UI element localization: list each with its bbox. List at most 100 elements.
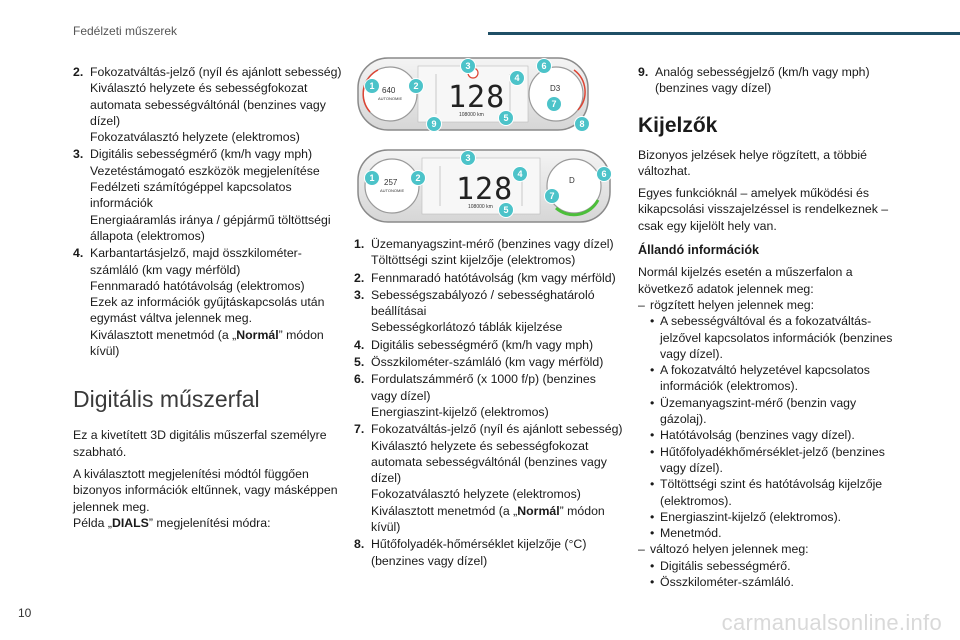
list-item-1: 1. Üzemanyagszint-mérő (benzines vagy dí… <box>354 236 624 269</box>
item-line: Ezek az információk gyűjtáskapcsolás utá… <box>90 295 325 326</box>
item-line: Energiaáramlás iránya / gépjármű töltött… <box>90 212 331 243</box>
callout-marker: 9 <box>426 116 442 132</box>
item-line: Fennmaradó hatótávolság (km vagy mérföld… <box>371 270 616 285</box>
header-title: Fedélzeti műszerek <box>73 24 178 38</box>
digital-speed: 128 <box>456 172 514 207</box>
item-number: 6. <box>354 372 365 387</box>
item-line: Sebességszabályozó / sebességhatároló be… <box>371 287 595 319</box>
bullet-text: A sebességváltóval és a fokozatváltás-je… <box>660 314 893 361</box>
bullet-item: •Töltöttségi szint és hatótávolság kijel… <box>638 476 900 509</box>
item-line: Vezetéstámogató eszközök megjelenítése <box>90 163 320 178</box>
item-line: Analóg sebességjelző (km/h vagy mph) (be… <box>655 65 870 96</box>
item-line-mode: Kiválasztott menetmód (a „Normál” módon … <box>371 503 624 536</box>
list-item-2: 2. Fokozatváltás-jelző (nyíl és ajánlott… <box>73 64 343 145</box>
paragraph: A kiválasztott megjelenítési módtól függ… <box>73 466 338 514</box>
callout-marker: 1 <box>364 78 380 94</box>
list-item-4: 4. Karbantartásjelző, majd összkilométer… <box>73 245 343 359</box>
callout-marker: 4 <box>512 166 528 182</box>
item-number: 9. <box>638 65 649 79</box>
bullet-text: A fokozatváltó helyzetével kapcsolatos i… <box>660 363 870 394</box>
odometer-value: 108000 km <box>468 204 493 210</box>
subsection-title: Állandó információk <box>638 243 760 258</box>
item-number: 4. <box>354 337 365 352</box>
dash-item: –rögzített helyen jelennek meg: <box>638 297 815 312</box>
instrument-cluster-figure-2: 128 108000 km 257 AUTONOMIE D 1 2 3 4 5 … <box>356 148 612 224</box>
item-number: 8. <box>354 537 365 552</box>
item-line: Sebességkorlátozó táblák kijelzése <box>371 320 563 335</box>
bullet-item: •Összkilométer-számláló. <box>650 575 794 590</box>
callout-marker: 5 <box>498 110 514 126</box>
drive-mode: D <box>569 176 575 185</box>
column-3: 9. Analóg sebességjelző (km/h vagy mph) … <box>638 64 900 590</box>
callout-marker: 2 <box>408 78 424 94</box>
list-item-5: 5. Összkilométer-számláló (km vagy mérfö… <box>354 354 624 370</box>
item-number: 1. <box>354 237 365 251</box>
bullet-text: Digitális sebességmérő. <box>660 558 791 573</box>
bullet-item: •Digitális sebességmérő. <box>650 558 791 573</box>
bullet-text: Hatótávolság (benzines vagy dízel). <box>660 428 855 443</box>
range-value: 257 <box>384 178 398 187</box>
list-item-2: 2. Fennmaradó hatótávolság (km vagy mérf… <box>354 270 624 286</box>
item-line: Karbantartásjelző, majd összkilométer-sz… <box>90 246 302 277</box>
bullet-text: Hűtőfolyadékhőmérséklet-jelző (benzines … <box>660 444 885 475</box>
item-line: Hűtőfolyadék-hőmérséklet kijelzője (°C) … <box>371 537 587 568</box>
item-line: Digitális sebességmérő (km/h vagy mph) <box>371 337 594 352</box>
item-number: 2. <box>354 270 365 285</box>
item-line: Fokozatválasztó helyzete (elektromos) <box>90 130 300 145</box>
list-item-9: 9. Analóg sebességjelző (km/h vagy mph) … <box>638 64 900 97</box>
item-line: Fennmaradó hatótávolság (elektromos) <box>90 278 305 293</box>
text-part: ” megjelenítési módra: <box>148 515 271 530</box>
bold-text: Normál <box>517 503 560 518</box>
bullet-item: •Energiaszint-kijelző (elektromos). <box>650 509 842 524</box>
bullet-text: Összkilométer-számláló. <box>660 575 794 590</box>
drive-mode: D3 <box>550 84 561 93</box>
item-line: Üzemanyagszint-mérő (benzines vagy dízel… <box>371 237 614 251</box>
callout-marker: 6 <box>596 166 612 182</box>
column-1: 2. Fokozatváltás-jelző (nyíl és ajánlott… <box>73 64 343 531</box>
bullet-item: •Üzemanyagszint-mérő (benzin vagy gázola… <box>638 395 900 428</box>
callout-marker: 7 <box>544 188 560 204</box>
callout-marker: 1 <box>364 170 380 186</box>
bullet-item: •A sebességváltóval és a fokozatváltás-j… <box>638 313 900 362</box>
item-number: 3. <box>73 147 84 162</box>
item-line: Fordulatszámmérő (x 1000 f/p) (benzines … <box>371 372 596 403</box>
item-line: Összkilométer-számláló (km vagy mérföld) <box>371 355 604 370</box>
list-item-3: 3. Digitális sebességmérő (km/h vagy mph… <box>73 146 343 244</box>
paragraph: Egyes funkcióknál – amelyek működési és … <box>638 186 889 233</box>
section-title: Digitális műszerfal <box>73 386 260 413</box>
dash-item: –változó helyen jelennek meg: <box>638 542 809 557</box>
range-unit: AUTONOMIE <box>378 96 403 101</box>
paragraph: Bizonyos jelzések helye rögzített, a töb… <box>638 147 867 178</box>
item-line: Energiaszint-kijelző (elektromos) <box>371 404 549 419</box>
callout-marker: 2 <box>410 170 426 186</box>
list-item-6: 6. Fordulatszámmérő (x 1000 f/p) (benzin… <box>354 371 624 420</box>
callout-marker: 8 <box>574 116 590 132</box>
instrument-cluster-figure-1: 128 108000 km 640 AUTONOMIE D3 1 2 3 4 5… <box>356 56 590 132</box>
bullet-item: •A fokozatváltó helyzetével kapcsolatos … <box>638 362 900 395</box>
list-item-7: 7. Fokozatváltás-jelző (nyíl és ajánlott… <box>354 421 624 535</box>
item-number: 2. <box>73 65 84 79</box>
callout-marker: 6 <box>536 58 552 74</box>
bold-text: DIALS <box>111 515 149 530</box>
list-item-8: 8. Hűtőfolyadék-hőmérséklet kijelzője (°… <box>354 536 624 569</box>
list-item-4: 4. Digitális sebességmérő (km/h vagy mph… <box>354 337 624 353</box>
bullet-item: •Hűtőfolyadékhőmérséklet-jelző (benzines… <box>638 444 900 477</box>
paragraph: Ez a kivetített 3D digitális műszerfal s… <box>73 428 327 459</box>
page-number: 10 <box>18 606 32 620</box>
bold-text: Normál <box>236 327 279 342</box>
item-number: 4. <box>73 246 84 261</box>
bullet-text: Energiaszint-kijelző (elektromos). <box>660 509 842 524</box>
callout-marker: 3 <box>460 150 476 166</box>
paragraph: Példa „DIALS” megjelenítési módra: <box>73 515 343 531</box>
item-line-mode: Kiválasztott menetmód (a „Normál” módon … <box>90 327 343 360</box>
item-number: 3. <box>354 287 365 302</box>
callout-marker: 5 <box>498 202 514 218</box>
text-part: Példa „ <box>73 515 112 530</box>
odometer-value: 108000 km <box>459 112 484 118</box>
cluster-2-graphic <box>357 149 611 223</box>
item-number: 5. <box>354 355 365 370</box>
digital-speed: 128 <box>448 80 506 115</box>
item-line: Töltöttségi szint kijelzője (elektromos) <box>371 253 576 268</box>
header-bar <box>488 32 960 35</box>
range-value: 640 <box>382 86 396 95</box>
